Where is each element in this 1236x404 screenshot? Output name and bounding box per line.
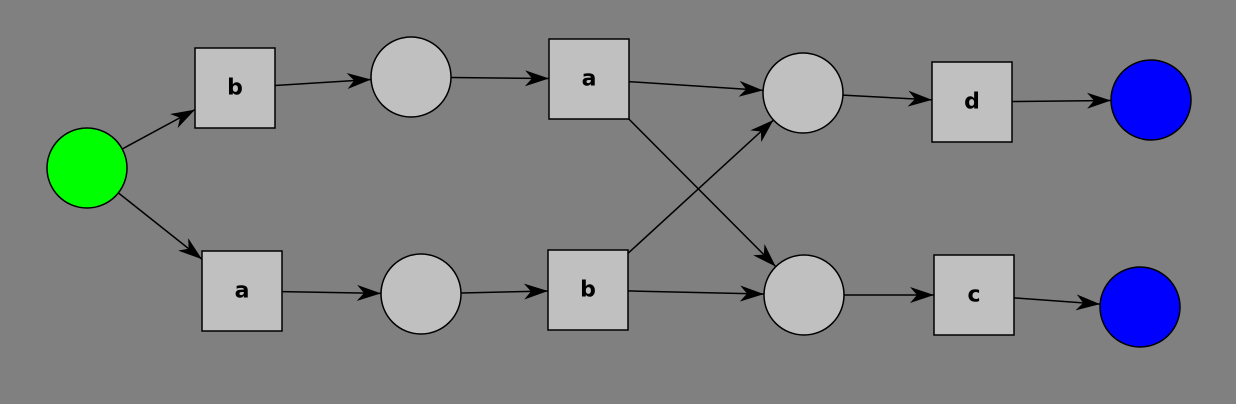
transition-b-top[interactable]: b xyxy=(194,47,276,129)
arc-p1-to-t_a_mid xyxy=(450,70,550,87)
arc-t_b_top-to-p1 xyxy=(274,73,372,89)
end-place-top[interactable] xyxy=(1110,59,1192,141)
arc-p0-to-t_b_top xyxy=(121,108,196,150)
arc-t_b_mid-to-p4 xyxy=(627,285,765,302)
end-place-bottom[interactable] xyxy=(1099,266,1181,348)
transition-c[interactable]: c xyxy=(933,254,1015,336)
arc-t_d-to-p5 xyxy=(1011,92,1112,109)
transition-b-mid-label: b xyxy=(580,278,596,303)
arc-t_a_mid-to-p3 xyxy=(628,80,764,97)
transition-d[interactable]: d xyxy=(931,61,1013,143)
place-top-2[interactable] xyxy=(762,52,844,134)
transition-a-bottom-label: a xyxy=(235,279,250,304)
arc-t_a_bottom-to-p2 xyxy=(281,284,382,301)
transition-a-mid[interactable]: a xyxy=(548,38,630,120)
arc-p0-to-t_a_bottom xyxy=(117,192,203,260)
transition-b-mid[interactable]: b xyxy=(547,249,629,331)
transition-d-label: d xyxy=(964,90,980,115)
transition-a-mid-label: a xyxy=(582,67,597,92)
start-place[interactable] xyxy=(46,127,128,209)
arc-p3-to-t_d xyxy=(842,90,933,107)
place-top-1[interactable] xyxy=(370,36,452,118)
arc-p2-to-t_b_mid xyxy=(460,283,549,300)
place-bottom-1[interactable] xyxy=(380,253,462,335)
place-bottom-2[interactable] xyxy=(763,254,845,336)
transition-a-bottom[interactable]: a xyxy=(201,250,283,332)
arcs-layer xyxy=(117,70,1112,311)
arc-t_b_mid-to-p3 xyxy=(627,119,775,254)
transition-b-top-label: b xyxy=(227,76,243,101)
transition-c-label: c xyxy=(967,283,980,308)
arc-t_a_mid-to-p4 xyxy=(628,118,777,268)
arc-t_c-to-p6 xyxy=(1013,294,1101,311)
